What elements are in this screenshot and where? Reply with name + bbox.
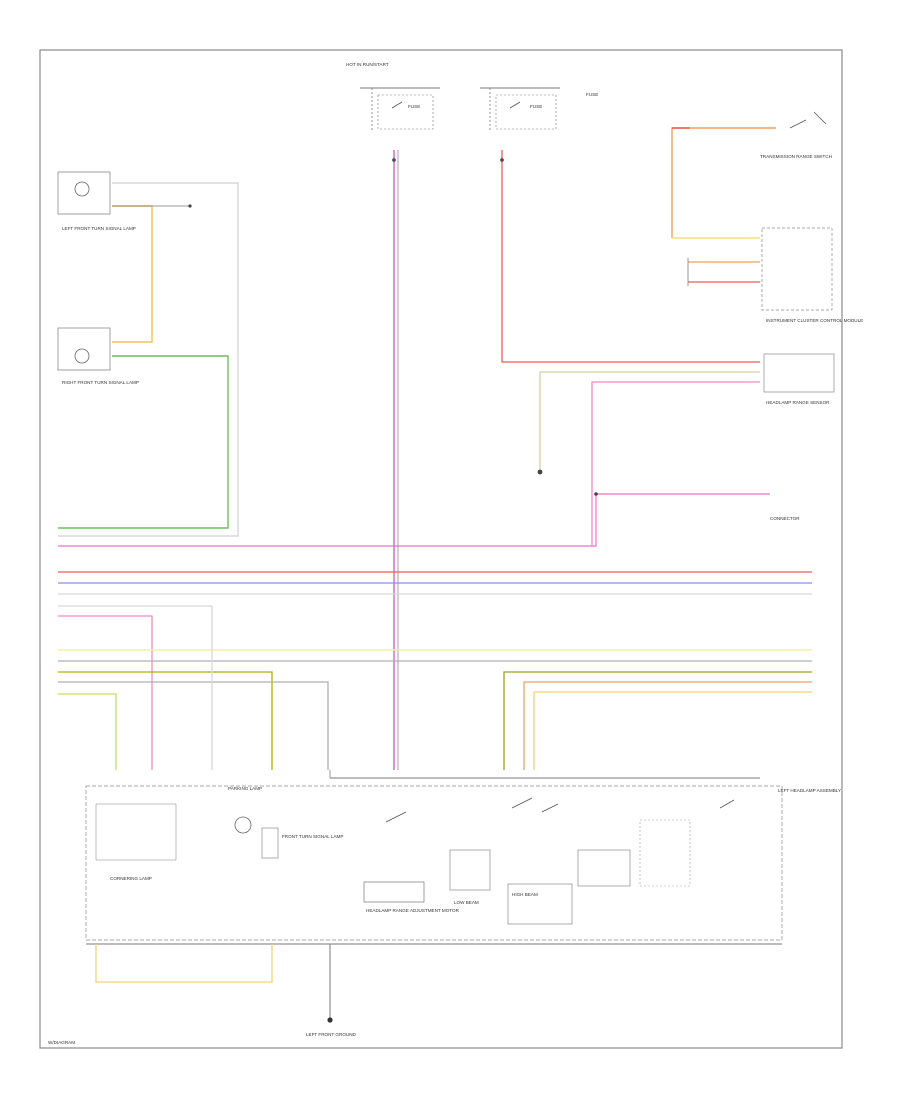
left-cornering-lamp-label: CORNERING LAMP (110, 876, 152, 881)
trans-range-switch-label: TRANSMISSION RANGE SWITCH (760, 154, 832, 159)
ground-label: LEFT FRONT GROUND (306, 1032, 357, 1037)
connector-label: CONNECTOR (770, 516, 800, 521)
splice-dot (594, 492, 598, 496)
instrument-cluster-label: INSTRUMENT CLUSTER CONTROL MODULE (766, 318, 863, 323)
headlamp-range-sensor-label: HEADLAMP RANGE SENSOR (766, 400, 830, 405)
right-front-turn-lamp-label: RIGHT FRONT TURN SIGNAL LAMP (62, 380, 139, 385)
diagram-frame (39, 49, 843, 1049)
fuse-a-label: FUSE (408, 104, 420, 109)
splice-dot (392, 158, 396, 162)
transmission-range-switch: TRANSMISSION RANGE SWITCH (671, 111, 832, 239)
low-beam-label: LOW BEAM (454, 900, 479, 905)
left-front-turn-lamp-label: LEFT FRONT TURN SIGNAL LAMP (62, 226, 136, 231)
left-headlamp-assembly-label: LEFT HEADLAMP ASSEMBLY (778, 788, 841, 793)
left-headlamp-motor-label: HEADLAMP RANGE ADJUSTMENT MOTOR (366, 908, 460, 913)
instrument-cluster: INSTRUMENT CLUSTER CONTROL MODULE (687, 227, 863, 323)
left-front-turn-lamp: LEFT FRONT TURN SIGNAL LAMP (57, 171, 136, 231)
bottom-ground: LEFT FRONT GROUND (86, 943, 782, 1037)
left-park-lamp-label: PARKING LAMP (228, 786, 262, 791)
headlamp-range-sensor: HEADLAMP RANGE SENSOR (537, 353, 835, 546)
high-beam-label: HIGH BEAM (512, 892, 538, 897)
power-source-label: HOT IN RUN/START (346, 62, 389, 67)
right-front-turn-lamp: RIGHT FRONT TURN SIGNAL LAMP (57, 327, 139, 385)
left-headlamp-assembly: LEFT HEADLAMP ASSEMBLY CORNERING LAMP PA… (85, 770, 841, 941)
fuse-b-label: FUSE (530, 104, 542, 109)
fuse-c-label: FUSE (586, 92, 598, 97)
left-turn-lamp-label: FRONT TURN SIGNAL LAMP (282, 834, 343, 839)
bus-wires (58, 571, 812, 770)
splice-dot (500, 158, 504, 162)
page-code: W/DIAGRAM (48, 1040, 75, 1045)
power-source-group: HOT IN RUN/START FUSE FUSE FUSE (346, 62, 598, 130)
